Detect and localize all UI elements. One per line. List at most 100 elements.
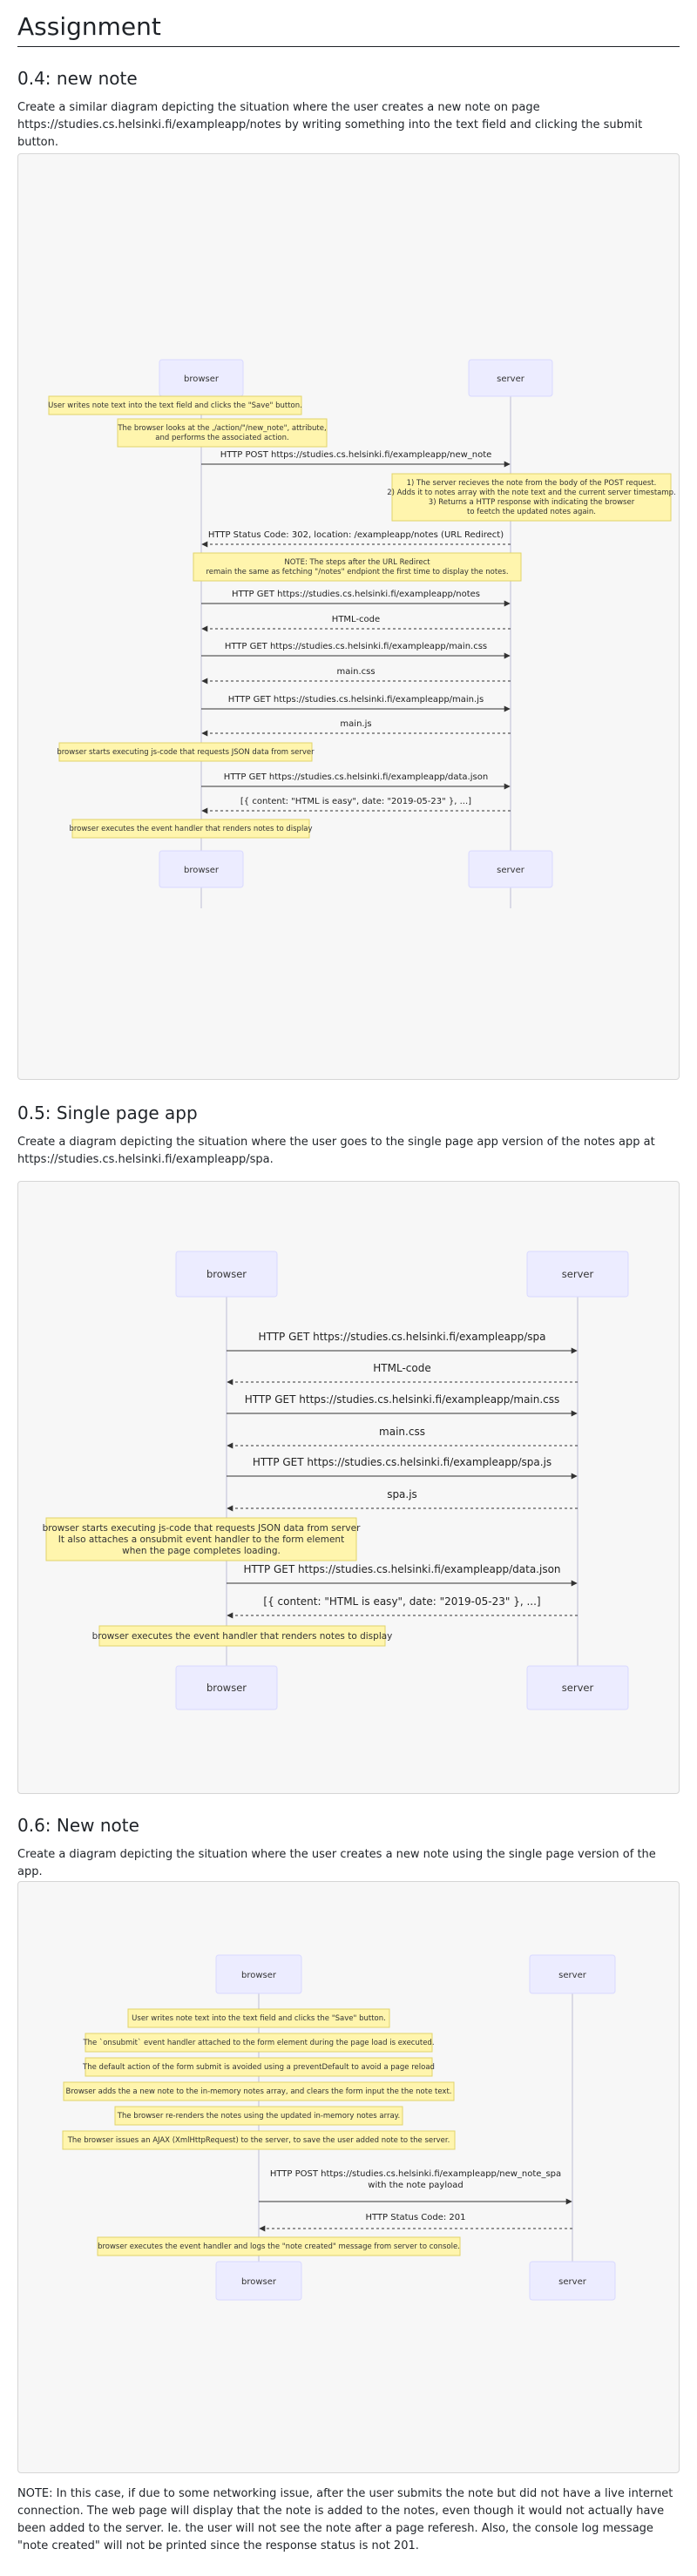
note: browser executes the event handler and l… — [97, 2236, 461, 2256]
footnote: NOTE: In this case, if due to some netwo… — [17, 2487, 673, 2552]
actor-label: server — [497, 866, 525, 875]
message-label: HTTP GET https://studies.cs.helsinki.fi/… — [245, 1393, 560, 1406]
note-text: Browser adds the a new note to the in-me… — [65, 2087, 451, 2096]
message-label: HTTP GET https://studies.cs.helsinki.fi/… — [232, 590, 480, 599]
note-text: when the page completes loading. — [122, 1546, 281, 1556]
note: 1) The server recieves the note from the… — [387, 473, 676, 522]
note: browser executes the event handler that … — [69, 819, 313, 839]
message-label: main.css — [336, 667, 375, 677]
actor-server: server — [529, 2261, 616, 2301]
section-heading-new-note: 0.4: new note — [17, 68, 138, 89]
note-text: NOTE: The steps after the URL Redirect — [284, 558, 430, 567]
response-message: [{ content: "HTML is easy", date: "2019-… — [201, 797, 511, 814]
actor-label: browser — [184, 866, 220, 875]
actor-label: server — [497, 374, 525, 384]
note-text: The default action of the form submit is… — [82, 2063, 435, 2072]
response-message: HTTP Status Code: 201 — [259, 2213, 572, 2232]
message-label: HTTP POST https://studies.cs.helsinki.fi… — [270, 2169, 561, 2179]
note-text: remain the same as fetching "/notes" end… — [206, 568, 508, 577]
actor-label: server — [562, 1268, 594, 1280]
note-text: User writes note text into the text fiel… — [132, 2014, 386, 2023]
note-text: to feetch the updated notes again. — [467, 508, 596, 516]
message-label: [{ content: "HTML is easy", date: "2019-… — [263, 1595, 540, 1608]
actor-server: server — [526, 1251, 629, 1298]
actor-browser: browser — [159, 850, 244, 888]
response-message: HTTP Status Code: 302, location: /exampl… — [201, 530, 511, 548]
actor-label: browser — [206, 1268, 247, 1280]
actor-label: server — [562, 1682, 594, 1694]
note-text: User writes note text into the text fiel… — [48, 401, 302, 410]
message-label: HTTP GET https://studies.cs.helsinki.fi/… — [253, 1456, 552, 1468]
request-message: HTTP POST https://studies.cs.helsinki.fi… — [259, 2169, 572, 2205]
note-text: browser executes the event handler that … — [92, 1631, 393, 1642]
note-text: and performs the associated action. — [155, 434, 288, 442]
page-title: Assignment — [17, 12, 680, 47]
request-message: HTTP GET https://studies.cs.helsinki.fi/… — [201, 695, 511, 712]
request-message: HTTP GET https://studies.cs.helsinki.fi/… — [227, 1456, 578, 1480]
note-text: The browser issues an AJAX (XmlHttpReque… — [67, 2136, 450, 2145]
note: browser executes the event handler that … — [92, 1625, 393, 1647]
message-label: HTML-code — [332, 615, 380, 624]
request-message: HTTP GET https://studies.cs.helsinki.fi/… — [201, 772, 511, 790]
request-message: HTTP GET https://studies.cs.helsinki.fi/… — [227, 1563, 578, 1587]
message-label: HTTP GET https://studies.cs.helsinki.fi/… — [224, 772, 488, 782]
note: The browser re-renders the notes using t… — [114, 2106, 403, 2126]
section-heading-single-page-app: 0.5: Single page app — [17, 1103, 198, 1123]
note: User writes note text into the text fiel… — [48, 395, 302, 415]
note-text: browser executes the event handler that … — [69, 825, 312, 833]
note-text: browser executes the event handler and l… — [98, 2242, 460, 2251]
actor-label: browser — [206, 1682, 247, 1694]
note: User writes note text into the text fiel… — [127, 2008, 390, 2028]
note-text: browser starts executing js-code that re… — [57, 748, 315, 757]
note: The browser looks at the ,/action/"/new_… — [117, 418, 328, 448]
actor-browser: browser — [175, 1251, 278, 1298]
response-message: HTML-code — [227, 1362, 578, 1386]
response-message: spa.js — [227, 1488, 578, 1512]
note-text: browser starts executing js-code that re… — [43, 1523, 361, 1534]
note-text: 1) The server recieves the note from the… — [407, 479, 657, 488]
actor-label: server — [558, 2277, 587, 2287]
message-label: HTTP GET https://studies.cs.helsinki.fi/… — [259, 1331, 546, 1343]
note: NOTE: The steps after the URL Redirectre… — [193, 552, 522, 582]
message-label: main.css — [379, 1426, 425, 1438]
message-label: HTTP Status Code: 201 — [365, 2213, 465, 2222]
note: browser starts executing js-code that re… — [43, 1517, 361, 1561]
message-label: HTTP GET https://studies.cs.helsinki.fi/… — [243, 1563, 560, 1575]
note: browser starts executing js-code that re… — [57, 742, 315, 762]
note-text: 3) Returns a HTTP response with indicati… — [429, 498, 635, 507]
response-message: [{ content: "HTML is easy", date: "2019-… — [227, 1595, 578, 1619]
message-label: spa.js — [387, 1488, 417, 1500]
actor-label: browser — [241, 2277, 277, 2287]
message-label: HTTP GET https://studies.cs.helsinki.fi/… — [228, 695, 484, 705]
note: The browser issues an AJAX (XmlHttpReque… — [62, 2130, 456, 2150]
actor-label: browser — [184, 374, 220, 384]
note-text: The `onsubmit` event handler attached to… — [82, 2038, 434, 2047]
actor-label: browser — [241, 1971, 277, 1980]
actor-server: server — [468, 359, 553, 397]
actor-server: server — [468, 850, 553, 888]
message-label: HTTP GET https://studies.cs.helsinki.fi/… — [225, 642, 487, 651]
note-text: It also attaches a onsubmit event handle… — [58, 1534, 344, 1545]
message-label: HTTP Status Code: 302, location: /exampl… — [208, 530, 504, 540]
request-message: HTTP GET https://studies.cs.helsinki.fi/… — [201, 642, 511, 659]
actor-browser: browser — [215, 1954, 302, 1994]
actor-label: server — [558, 1971, 587, 1980]
actor-server: server — [529, 1954, 616, 1994]
section-description: Create a diagram depicting the situation… — [17, 1136, 655, 1166]
note-text: 2) Adds it to notes array with the note … — [387, 489, 676, 497]
message-label: [{ content: "HTML is easy", date: "2019-… — [240, 797, 471, 806]
request-message: HTTP GET https://studies.cs.helsinki.fi/… — [201, 590, 511, 607]
message-label: with the note payload — [368, 2181, 463, 2190]
section-description: Create a diagram depicting the situation… — [17, 1848, 656, 1878]
note-text: The browser re-renders the notes using t… — [117, 2112, 400, 2121]
message-label: main.js — [340, 719, 371, 729]
message-label: HTML-code — [373, 1362, 430, 1374]
request-message: HTTP POST https://studies.cs.helsinki.fi… — [201, 450, 511, 468]
section-description: Create a similar diagram depicting the s… — [17, 101, 643, 149]
actor-browser: browser — [175, 1665, 278, 1710]
request-message: HTTP GET https://studies.cs.helsinki.fi/… — [227, 1393, 578, 1417]
request-message: HTTP GET https://studies.cs.helsinki.fi/… — [227, 1331, 578, 1354]
